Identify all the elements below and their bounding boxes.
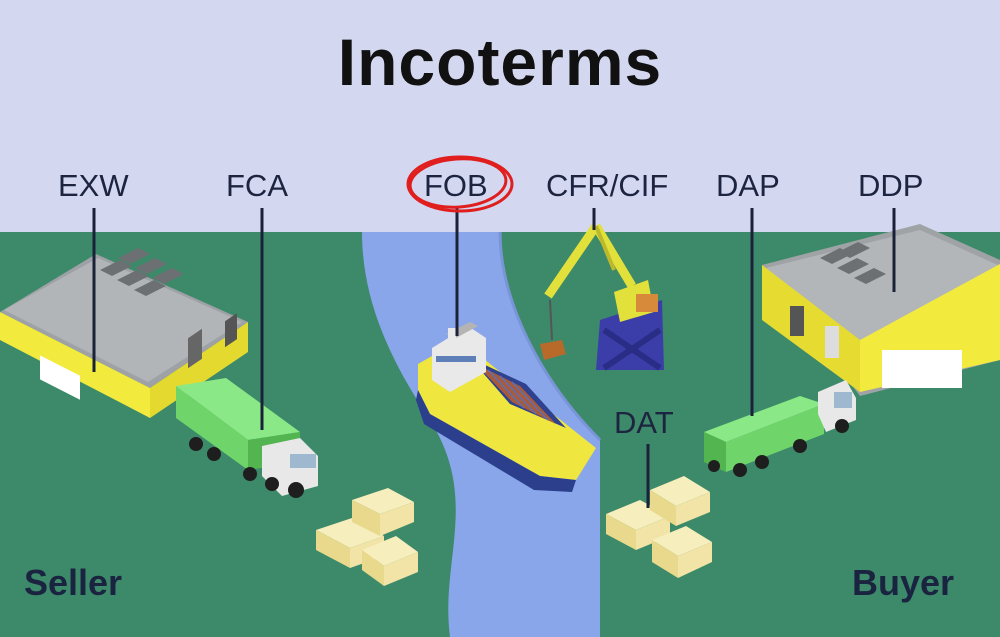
crane-icon — [540, 223, 664, 371]
truck-icon — [704, 380, 856, 477]
party-seller: Seller — [24, 562, 123, 603]
term-exw: EXW — [58, 168, 129, 203]
term-cfr-cif: CFR/CIF — [546, 168, 669, 203]
boxes-icon — [316, 488, 418, 586]
term-fca: FCA — [226, 168, 288, 203]
river-bank — [498, 231, 602, 442]
fob-highlight-circle — [406, 155, 514, 213]
page-title: Incoterms — [337, 25, 663, 99]
term-fob: FOB — [424, 168, 488, 203]
term-ddp: DDP — [858, 168, 924, 203]
term-dat: DAT — [614, 405, 674, 440]
term-dap: DAP — [716, 168, 780, 203]
boxes-icon — [606, 476, 712, 578]
party-buyer: Buyer — [852, 562, 955, 603]
pointer-lines — [92, 208, 896, 508]
warehouse-icon — [0, 248, 248, 418]
truck-icon — [176, 378, 318, 498]
warehouse-icon — [762, 224, 1000, 396]
ship-icon — [416, 322, 596, 492]
